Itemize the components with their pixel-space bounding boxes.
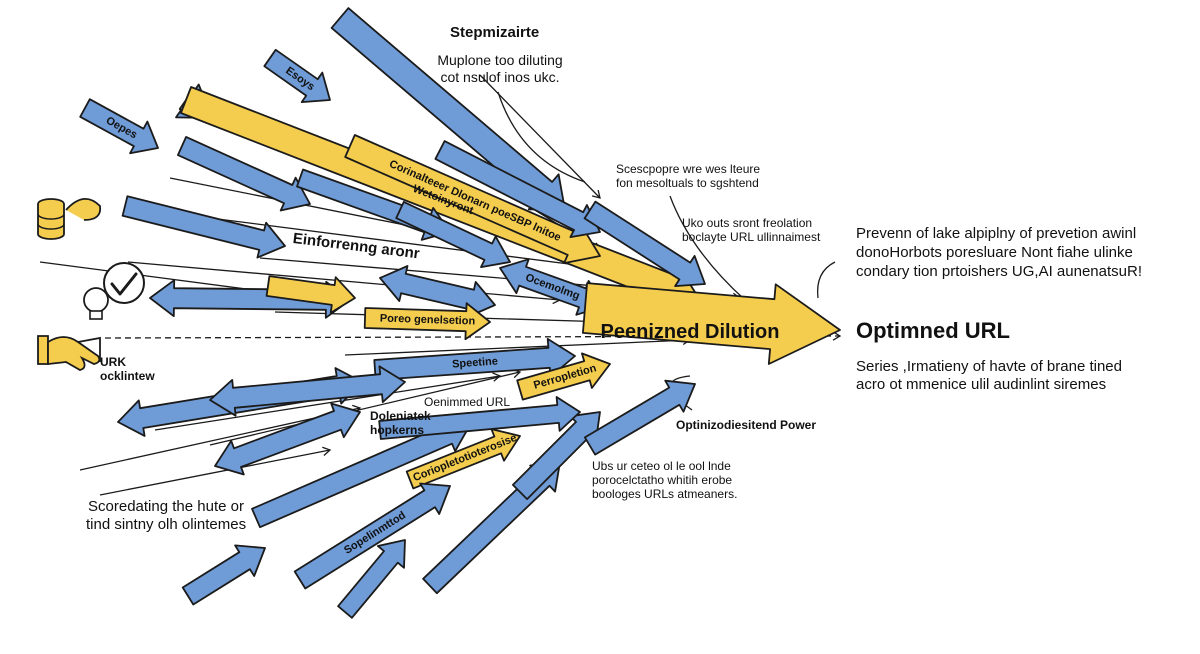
connector-arrowhead bbox=[492, 372, 502, 382]
top-subtitle-line2: cot nsulof inos ukc. bbox=[440, 68, 560, 85]
note-far-right-line3: condary tion prtoishers UG,AI aunenatsuR… bbox=[856, 263, 1142, 281]
blue-arrow bbox=[378, 396, 581, 440]
output-description-line2: acro ot mmenice ulil audinlint siremes bbox=[856, 376, 1107, 393]
top-subtitle: Muplone too diluting cot nsulof inos ukc… bbox=[430, 52, 570, 86]
output-description-line1: Series ,Irmatieny of havte of brane tine… bbox=[856, 358, 1122, 375]
blue-arrow bbox=[121, 195, 286, 259]
note-bottom-mid-line1: Ubs ur ceteo ol le ool lnde bbox=[592, 459, 731, 473]
connector-line bbox=[154, 375, 501, 431]
connector-line bbox=[479, 74, 601, 199]
note-bottom-mid-line2: porocelctatho whitih erobe bbox=[592, 472, 733, 487]
note-urk-line2: ocklintew bbox=[100, 369, 155, 384]
connector-line bbox=[209, 371, 521, 446]
note-bottom-left-line2: tind sintny olh olintemes bbox=[86, 516, 247, 533]
note-far-right: Prevenn of lake alpiplny of prevetion aw… bbox=[856, 224, 1142, 282]
blue-arrow bbox=[263, 48, 331, 103]
note-doc: Doleniatek hopkerns bbox=[370, 409, 431, 438]
note-optimized-url: Oenimmed URL bbox=[424, 395, 511, 409]
checkmark-icon bbox=[103, 262, 145, 304]
blue-arrow bbox=[395, 200, 511, 269]
yellow-arrow bbox=[363, 302, 491, 341]
output-description: Series ,Irmatieny of havte of brane tine… bbox=[856, 358, 1122, 394]
blue-arrow bbox=[79, 98, 159, 155]
blue-arrow bbox=[209, 365, 406, 417]
note-mid-right: Scescpopre wre wes lteure fon mesoltuals… bbox=[616, 162, 760, 191]
note-far-right-line2: donoHorbots poresluare Nont fiahe ulinke bbox=[856, 244, 1133, 262]
note-bottom-mid: Ubs ur ceteo ol le ool lnde porocelctath… bbox=[592, 459, 738, 501]
note-bottom-mid-line3: boologes URLs atmeaners. bbox=[592, 486, 738, 501]
icons bbox=[37, 198, 145, 371]
connector-line bbox=[209, 217, 601, 269]
center-label: Peenizned Dilution bbox=[601, 321, 780, 343]
callout-curve bbox=[816, 261, 836, 299]
blue-arrow bbox=[584, 379, 696, 456]
blue-arrow bbox=[583, 200, 706, 288]
database-icon bbox=[37, 198, 102, 240]
connector-arrowhead bbox=[591, 189, 601, 199]
note-right-2-line2: boclayte URL ullinnaimest bbox=[682, 230, 821, 245]
arrow-label: Poreo genelsetion bbox=[380, 312, 476, 327]
blue-arrow bbox=[214, 402, 361, 476]
arrow-label: Speetine bbox=[452, 355, 499, 370]
note-bottom-left-line1: Scoredating the hute or bbox=[88, 498, 244, 515]
connector-line bbox=[127, 261, 561, 301]
top-title: Stepmizairte bbox=[450, 24, 540, 41]
yellow-arrow bbox=[405, 428, 521, 490]
note-urk-line1: URK bbox=[100, 355, 126, 369]
note-doc-line1: Doleniatek bbox=[370, 409, 431, 423]
yellow-arrow bbox=[265, 275, 356, 314]
note-mid-right-line1: Scescpopre wre wes lteure bbox=[616, 162, 761, 176]
note-bottom-left: Scoredating the hute or tind sintny olh … bbox=[86, 498, 246, 534]
note-far-right-line1: Prevenn of lake alpiplny of prevetion aw… bbox=[856, 225, 1137, 242]
blue-arrow bbox=[373, 337, 576, 381]
note-right-2: Uko outs sront freolation boclayte URL u… bbox=[682, 216, 820, 245]
fat-arrows bbox=[79, 7, 841, 619]
note-doc-line2: hopkerns bbox=[370, 422, 425, 437]
note-urk: URK ocklintew bbox=[100, 355, 155, 384]
connector-arrowhead bbox=[322, 446, 332, 456]
note-mid-right-line2: fon mesoltuals to sgshtend bbox=[616, 176, 759, 191]
output-title: Optimned URL bbox=[856, 318, 1010, 343]
yellow-arrow bbox=[582, 282, 841, 365]
note-right-2-line1: Uko outs sront freolation bbox=[682, 216, 813, 230]
yellow-arrow bbox=[344, 134, 601, 265]
handshake-icon bbox=[37, 335, 101, 371]
note-opt-power: Optinizodiesitend Power bbox=[676, 418, 817, 432]
callout-curve bbox=[669, 195, 746, 301]
lightbulb-icon bbox=[83, 287, 109, 320]
connector-line bbox=[344, 339, 691, 356]
blue-arrow bbox=[337, 539, 406, 619]
blue-arrow bbox=[181, 544, 266, 606]
connector-line bbox=[99, 449, 331, 496]
yellow-arrow bbox=[516, 352, 611, 401]
blue-arrow bbox=[176, 135, 311, 212]
top-subtitle-line1: Muplone too diluting bbox=[437, 52, 563, 68]
callout-curve bbox=[497, 91, 586, 183]
blue-arrow bbox=[293, 482, 451, 590]
